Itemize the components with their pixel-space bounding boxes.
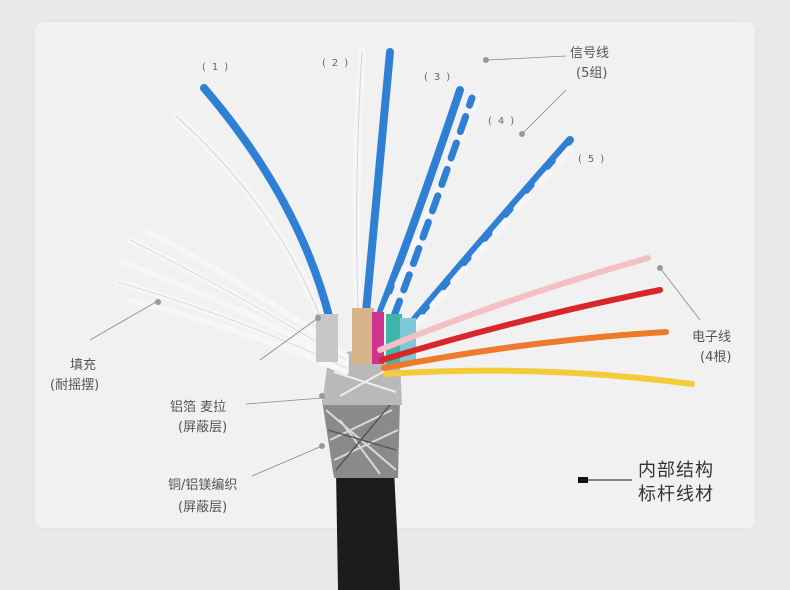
foil-label: 铝箔 麦拉 — [170, 400, 227, 415]
braid-sub: (屏蔽层) — [178, 500, 228, 515]
wire-number-4: (4) — [488, 116, 521, 127]
legend-title-line1: 内部结构 — [638, 460, 714, 481]
wire-number-5: (5) — [578, 154, 611, 165]
legend-title-line2: 标杆线材 — [638, 484, 714, 505]
filler-label: 填充 — [70, 358, 97, 373]
wire-number-2: (2) — [322, 58, 355, 69]
signal-wire-label: 信号线 — [570, 46, 610, 61]
electronic-wires — [377, 255, 695, 387]
signal-wire-sub: (5组) — [576, 66, 608, 81]
wire-number-3: (3) — [424, 72, 457, 83]
foil-sub: (屏蔽层) — [178, 420, 228, 435]
wire-number-1: (1) — [202, 62, 235, 73]
braid-label: 铜/铝镁编织 — [168, 478, 238, 493]
electronic-wire-sub: (4根) — [700, 350, 732, 365]
filler-sub: (耐摇摆) — [50, 378, 100, 393]
electronic-wire-label: 电子线 — [692, 330, 732, 345]
cable-jacket — [336, 470, 400, 590]
